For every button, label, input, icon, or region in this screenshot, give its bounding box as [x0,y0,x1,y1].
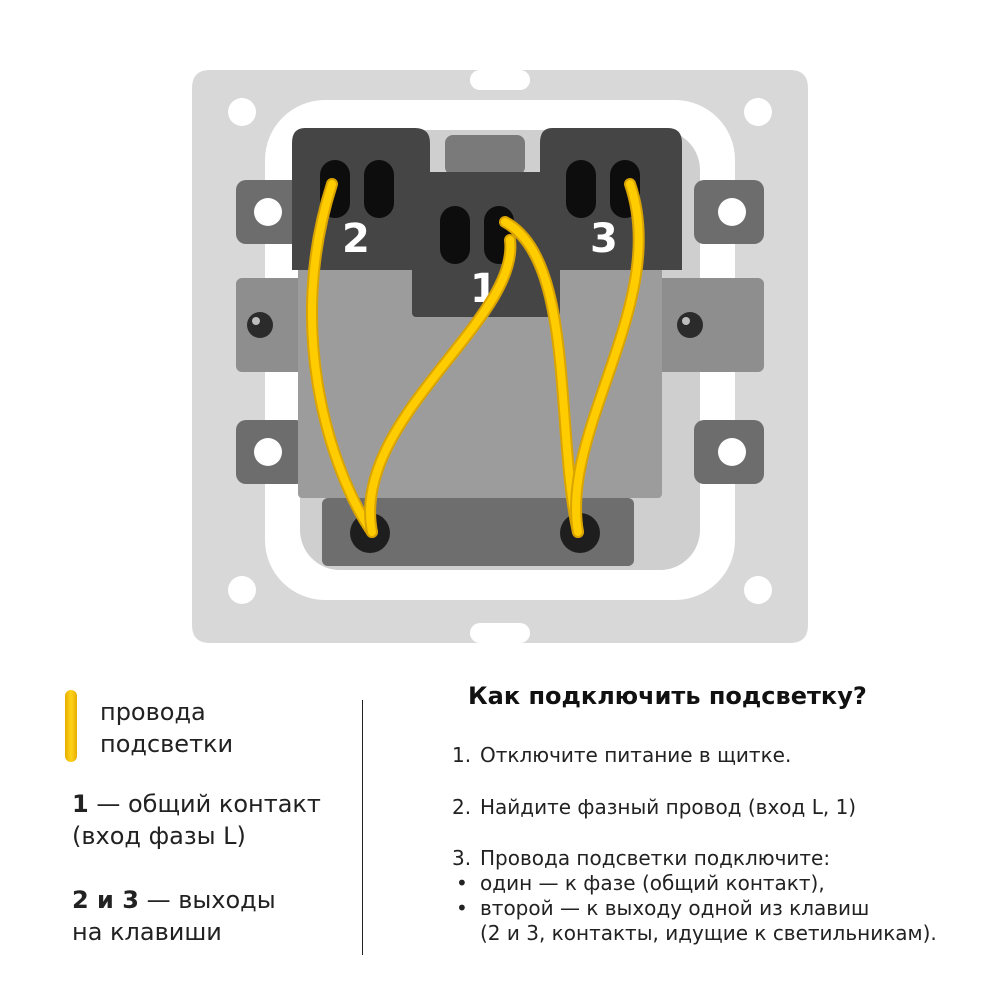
legend-outputs-text: — выходы [138,886,276,914]
wire-from-terminal-3 [570,178,645,538]
step-3-text: Провода подсветки подключите: [480,846,831,870]
legend-outputs: 2 и 3 — выходы на клавиши [72,884,276,948]
backlight-wires [305,178,645,538]
wire-from-terminal-1-left [364,234,517,538]
legend-wires: провода подсветки [100,696,233,760]
bullet-2-dot: • [456,896,468,920]
divider [362,700,363,955]
step-2-text: Найдите фазный провод (вход L, 1) [480,795,857,819]
bullet-2-text: второй — к выходу одной из клавиш [480,896,870,920]
bullet-2-continuation: (2 и 3, контакты, идущие к светильникам)… [480,921,937,945]
terminal-blocks [292,128,682,317]
switch-wiring-diagram: 2 1 3 [192,70,808,643]
wire-from-terminal-1-right [499,216,584,538]
bullet-1-dot: • [456,871,468,895]
legend-wires-line2: подсветки [100,730,234,758]
legend-common-line2: (вход фазы L) [72,822,246,850]
legend-wires-line1: провода [100,698,206,726]
terminal-label-3: 3 [590,216,618,262]
legend-common-contact: 1 — общий контакт (вход фазы L) [72,788,321,852]
legend-outputs-line2: на клавиши [72,918,222,946]
instructions-title: Как подключить подсветку? [468,682,867,710]
bullet-2: • второй — к выходу одной из клавиш [456,895,869,921]
bullet-1: • один — к фазе (общий контакт), [456,870,825,896]
side-ears [236,180,764,484]
step-1: 1. Отключите питание в щитке. [452,742,791,768]
terminal-label-2: 2 [342,216,370,262]
step-1-number: 1. [452,743,472,767]
legend-common-text: — общий контакт [88,790,321,818]
bullet-1-text: один — к фазе (общий контакт), [480,871,825,895]
legend-common-num: 1 [72,790,89,818]
wire-from-terminal-2 [305,178,378,538]
step-3-number: 3. [452,846,472,870]
legend-outputs-num: 2 и 3 [72,886,139,914]
step-2: 2. Найдите фазный провод (вход L, 1) [452,794,856,820]
step-2-number: 2. [452,795,472,819]
step-1-text: Отключите питание в щитке. [480,743,792,767]
wire-color-swatch [65,690,77,762]
step-3: 3. Провода подсветки подключите: [452,845,830,871]
